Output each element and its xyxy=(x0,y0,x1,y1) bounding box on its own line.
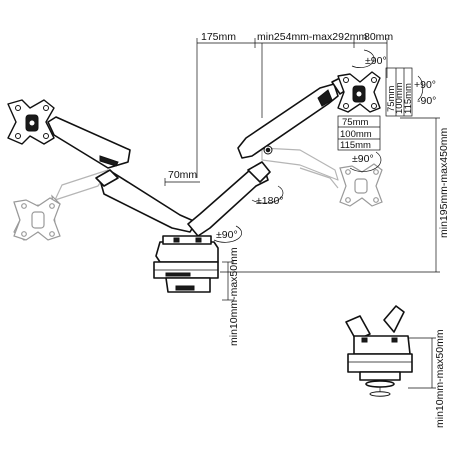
vesa-hole xyxy=(371,103,377,109)
base-hub xyxy=(155,241,219,263)
right-lower-arm xyxy=(187,167,269,237)
left-upper-arm xyxy=(47,116,131,169)
vesa-hole xyxy=(43,133,49,139)
left-lower-arm xyxy=(99,171,197,233)
rotate-arrow-icon xyxy=(213,225,242,243)
vesa-hole xyxy=(15,133,21,139)
vesa-horizontal-115: 115mm xyxy=(340,140,371,151)
dimension-lines xyxy=(164,38,440,389)
rotate-arrow-icon xyxy=(349,151,382,172)
vesa-vertical-75: 75mm xyxy=(386,86,397,112)
vesa-hole xyxy=(15,105,21,111)
ghost-positions xyxy=(13,147,383,241)
height-range-label: min195mm-max450mm xyxy=(438,127,450,238)
detail-inset xyxy=(345,305,413,397)
vesa-hole xyxy=(343,103,349,109)
vesa-hole xyxy=(343,77,349,83)
clamp-range-label: min10mm-max50mm xyxy=(228,247,240,346)
dim-70mm-label: 70mm xyxy=(168,169,197,181)
vesa-hole xyxy=(371,77,377,83)
vesa-size-boxes xyxy=(337,67,413,151)
rotate-arrow-icon xyxy=(417,75,424,101)
right-upper-arm xyxy=(237,83,339,159)
dim-175mm-label: 175mm xyxy=(201,31,236,43)
tilt-up-label: +90° xyxy=(414,79,436,91)
tilt-down-label: -90° xyxy=(417,95,436,107)
dim-arm-length-label: min254mm-max292mm xyxy=(257,31,368,43)
rotation-head-label: ±90° xyxy=(365,55,387,67)
rotate-arrow-icon xyxy=(251,185,284,204)
labels: 175mm min254mm-max292mm 80mm 70mm ±90° +… xyxy=(168,31,450,428)
vesa-horizontal-75: 75mm xyxy=(342,117,368,128)
dim-80mm-label: 80mm xyxy=(364,31,393,43)
rotation-base-label: ±90° xyxy=(216,229,238,241)
rotation-elbow-label: ±180° xyxy=(256,195,283,207)
vesa-vertical-100: 100mm xyxy=(394,82,405,114)
rotation-arrows xyxy=(213,49,424,243)
vesa-vertical-115: 115mm xyxy=(403,83,414,114)
vesa-horizontal-100: 100mm xyxy=(340,129,372,140)
rotate-arrow-icon xyxy=(351,49,375,68)
vesa-hole xyxy=(43,105,49,111)
rotation-plate-label: ±90° xyxy=(352,153,374,165)
detail-clamp-range-label: min10mm-max50mm xyxy=(434,329,446,428)
main-mount xyxy=(7,71,381,293)
